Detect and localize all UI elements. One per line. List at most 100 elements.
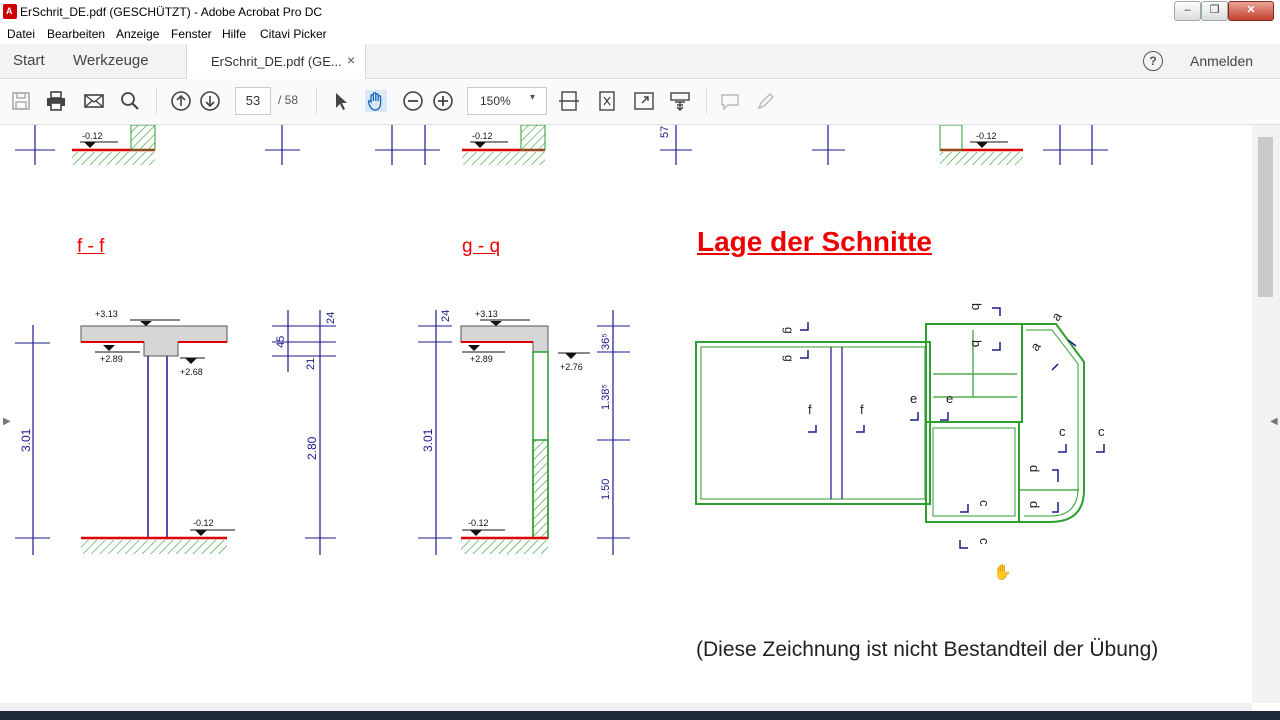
plan-label: g [782,355,796,362]
highlight-pen-icon[interactable] [755,90,777,112]
read-mode-icon[interactable] [669,90,691,112]
plan-label: d [1027,465,1042,472]
level-label: -0.12 [193,518,214,528]
menu-citavi-picker[interactable]: Citavi Picker [260,27,327,41]
zoom-value: 150% [480,94,511,108]
section-ff-drawing [15,310,336,555]
menu-anzeige[interactable]: Anzeige [116,27,160,41]
scrollbar-thumb[interactable] [1258,137,1273,297]
level-label: +2.76 [560,362,583,372]
top-detail-row [15,125,1108,165]
drawing-canvas: -0.12 -0.12 -0.12 57 [15,125,1108,555]
dimension-label: 45 [275,336,287,348]
section-label-ff: f - f [77,236,105,257]
fit-page-icon[interactable] [596,90,618,112]
dimension-label: 1.50 [600,479,612,500]
level-label: -0.12 [468,518,489,528]
next-page-icon[interactable] [199,90,221,112]
plan-label: a [1048,309,1065,324]
right-panel-toggle-icon[interactable]: ◀ [1270,416,1278,427]
select-cursor-icon[interactable] [330,90,352,112]
plan-label: c [1059,424,1066,439]
close-window-button[interactable]: ✕ [1228,1,1274,21]
document-tab-label: ErSchrit_DE.pdf (GE... [211,54,342,69]
plan-label: f [860,402,864,417]
document-view[interactable]: -0.12 -0.12 -0.12 57 [0,125,1252,703]
email-icon[interactable] [83,90,105,112]
scroll-mode-icon[interactable] [558,90,580,112]
level-label: +3.13 [475,309,498,319]
plan-label: c [977,500,992,507]
horizontal-scrollbar[interactable] [0,703,1252,711]
dimension-label: 2.80 [305,436,319,460]
level-label: +2.68 [180,367,203,377]
level-label: -0.12 [976,131,997,141]
menu-bar: Datei Bearbeiten Anzeige Fenster Hilfe C… [0,24,1280,44]
chevron-down-icon: ▾ [530,92,536,103]
toolbar: 53 / 58 150% ▾ [0,79,1280,125]
zoom-out-icon[interactable] [402,90,424,112]
page-heading: Lage der Schnitte [697,226,932,257]
plan-label: e [946,391,953,406]
help-icon[interactable]: ? [1143,51,1163,71]
document-tab[interactable]: ErSchrit_DE.pdf (GE... × [186,44,366,79]
comment-icon[interactable] [719,90,741,112]
plan-label: d [1027,501,1042,508]
hand-tool-icon[interactable] [365,90,387,112]
plan-label: b [969,303,984,310]
toolbar-separator [316,88,317,114]
dimension-label: 24 [325,312,337,324]
floor-plan [695,323,1085,523]
page-number-input[interactable]: 53 [235,87,271,115]
plan-section-markers [800,307,1105,549]
zoom-in-icon[interactable] [432,90,454,112]
nav-start[interactable]: Start [13,52,45,69]
level-label: +2.89 [100,354,123,364]
save-icon[interactable] [10,90,32,112]
zoom-select[interactable]: 150% ▾ [467,87,547,115]
dimension-label: 3.01 [421,428,435,452]
plan-label: e [910,391,917,406]
window-title: ErSchrit_DE.pdf (GESCHÜTZT) - Adobe Acro… [20,5,323,19]
plan-label: g [782,327,796,334]
menu-fenster[interactable]: Fenster [171,27,212,41]
section-label-gg: g - q [462,236,501,257]
title-bar: A ErSchrit_DE.pdf (GESCHÜTZT) - Adobe Ac… [0,0,1280,25]
print-icon[interactable] [45,90,67,112]
dimension-label: 1.38⁵ [600,384,612,410]
hand-cursor-icon: ✋ [993,564,1012,581]
plan-label: a [1027,339,1044,354]
toolbar-separator [706,88,707,114]
signin-button[interactable]: Anmelden [1190,53,1254,69]
dimension-label: 24 [440,310,452,322]
minimize-button[interactable]: – [1174,1,1201,21]
acrobat-app-icon: A [3,4,17,19]
nav-bar: Start Werkzeuge ErSchrit_DE.pdf (GE... ×… [0,44,1280,79]
plan-label: f [808,402,812,417]
nav-tools[interactable]: Werkzeuge [73,52,149,69]
close-tab-icon[interactable]: × [347,52,356,68]
menu-bearbeiten[interactable]: Bearbeiten [47,27,106,41]
dimension-label: 3.01 [19,428,33,452]
search-icon[interactable] [119,90,141,112]
menu-hilfe[interactable]: Hilfe [222,27,247,41]
page-total: / 58 [278,93,299,107]
plan-label: c [1098,424,1105,439]
plan-label: b [969,340,984,347]
level-label: +2.89 [470,354,493,364]
vertical-scrollbar[interactable] [1252,125,1280,703]
section-gg-drawing [418,310,630,555]
menu-datei[interactable]: Datei [7,27,36,41]
windows-taskbar [0,711,1280,720]
dimension-label: 36⁵ [600,333,612,350]
dimension-label: 57 [659,126,671,138]
drawing-note: (Diese Zeichnung ist nicht Bestandteil d… [696,638,1159,661]
full-screen-icon[interactable] [633,90,655,112]
plan-label: c [977,538,992,545]
maximize-button[interactable]: ❐ [1201,1,1228,21]
toolbar-separator [156,88,157,114]
level-label: +3.13 [95,309,118,319]
level-label: -0.12 [472,131,493,141]
previous-page-icon[interactable] [170,90,192,112]
left-panel-toggle-icon[interactable]: ▶ [3,416,11,427]
